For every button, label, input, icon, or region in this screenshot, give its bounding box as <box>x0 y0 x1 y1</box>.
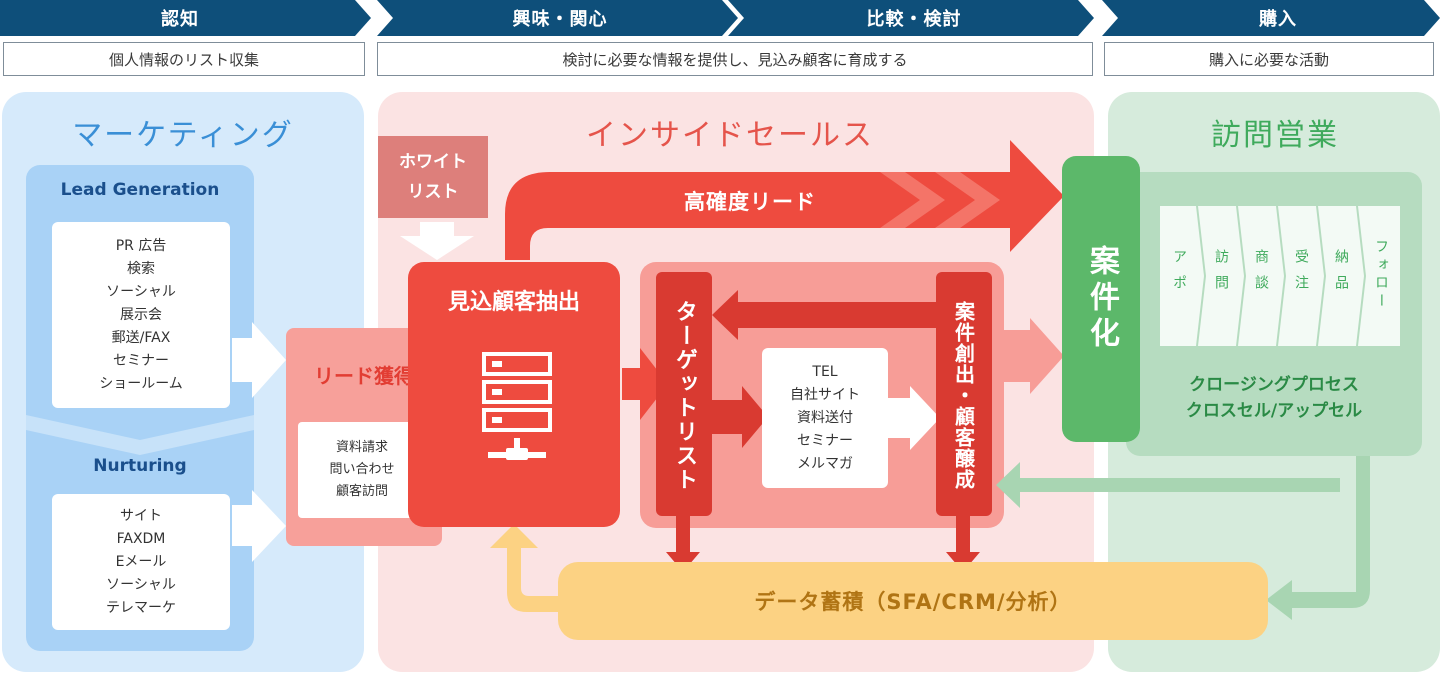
lead-generation-title: Lead Generation <box>60 180 220 200</box>
stage-chevron-compare <box>728 0 1094 36</box>
list-item: PR 広告 <box>115 237 167 254</box>
stage-interest-label: 興味・関心 <box>512 9 608 30</box>
step-chevron-1 <box>1160 206 1204 346</box>
list-item: 自社サイト <box>790 386 860 403</box>
step-chevron-4 <box>1278 206 1324 346</box>
step-chevron-3 <box>1238 206 1284 346</box>
step-label: フォロー <box>1373 239 1389 311</box>
stage-chevron-awareness <box>0 0 371 36</box>
stage-chevron-interest <box>377 0 738 36</box>
white-list-line-2: リスト <box>407 182 459 202</box>
arrow-deal-down <box>946 515 980 572</box>
field-sales-title: 訪問営業 <box>1211 118 1339 153</box>
list-item: FAXDM <box>116 530 166 547</box>
stage-compare-label: 比較・検討 <box>866 9 962 30</box>
deal-creation-label: 案件創出・顧客醸成 <box>951 300 976 490</box>
step-label: 商談 <box>1253 249 1269 301</box>
lead-acquisition-title: リード獲得 <box>314 364 414 388</box>
lead-generation-list: PR 広告 検索 ソーシャル 展示会 郵送/FAX セミナー ショールーム <box>52 222 230 408</box>
arrow-target-to-channels <box>712 386 768 448</box>
step-label: アポ <box>1171 249 1187 301</box>
list-item: 問い合わせ <box>329 462 395 477</box>
list-item: 検索 <box>127 260 155 277</box>
nurturing-title: Nurturing <box>93 456 187 476</box>
white-list-line-1: ホワイト <box>399 152 467 172</box>
white-list-box: ホワイト リスト <box>378 136 488 218</box>
arrow-deal-to-anken <box>1000 318 1064 394</box>
lead-arrow-chevron-2 <box>935 172 1000 228</box>
stage-chevron-band <box>0 0 1440 36</box>
arrow-prospect-to-target <box>622 348 668 420</box>
list-item: セミナー <box>113 352 169 369</box>
list-item: テレマーケ <box>106 599 176 616</box>
data-storage-box: データ蓄積（SFA/CRM/分析） <box>558 562 1268 640</box>
lead-arrow-chevron-1 <box>880 172 945 228</box>
list-item: メルマガ <box>797 455 853 472</box>
arrow-whitelist-down <box>400 222 474 260</box>
list-item: 顧客訪問 <box>335 484 388 499</box>
high-accuracy-lead-label: 高確度リード <box>684 190 816 214</box>
step-label: 訪問 <box>1213 249 1229 301</box>
server-connector <box>506 448 528 460</box>
closing-text: クロージングプロセス クロスセル/アップセル <box>1126 372 1422 424</box>
lead-acquisition-list: 資料請求 問い合わせ 顧客訪問 <box>298 422 426 518</box>
prospect-extraction-title: 見込顧客抽出 <box>447 290 580 315</box>
arrow-deal-to-target <box>712 290 936 340</box>
inside-sales-title: インサイドセールス <box>586 118 874 153</box>
list-item: TEL <box>812 363 838 380</box>
list-item: 展示会 <box>120 306 162 323</box>
high-accuracy-lead-arrow <box>505 140 1064 260</box>
step-label: 納品 <box>1333 249 1349 301</box>
feedback-arrow-to-deal <box>996 462 1340 508</box>
step-chevron-5 <box>1318 206 1364 346</box>
list-item: 資料請求 <box>335 440 388 455</box>
stage-purchase-label: 購入 <box>1259 9 1297 30</box>
closing-line-2: クロスセル/アップセル <box>1185 401 1363 421</box>
nurturing-list: サイト FAXDM Eメール ソーシャル テレマーケ <box>52 494 230 630</box>
list-item: 郵送/FAX <box>111 329 171 346</box>
stage-purchase-description: 購入に必要な活動 <box>1104 42 1434 76</box>
list-item: ソーシャル <box>106 283 176 300</box>
list-item: ソーシャル <box>106 576 176 593</box>
list-item: サイト <box>120 507 162 524</box>
step-label: 受注 <box>1293 249 1309 301</box>
deal-creation-box <box>936 272 992 516</box>
marketing-down-chevron <box>26 415 254 455</box>
feedback-arrow-to-data <box>1266 452 1370 620</box>
step-chevron-2 <box>1198 206 1244 346</box>
database-server-icon <box>482 352 552 436</box>
stage-awareness-description: 個人情報のリスト収集 <box>3 42 365 76</box>
target-list-label: ターゲットリスト <box>672 300 697 492</box>
marketing-title: マーケティング <box>72 118 294 153</box>
list-item: 資料送付 <box>797 409 853 426</box>
step-chevron-6 <box>1358 206 1400 346</box>
arrow-leadgen-to-lead <box>232 322 286 398</box>
arrow-nurturing-to-lead <box>232 490 286 562</box>
data-loop-arrow <box>490 524 568 612</box>
stage-chevron-purchase <box>1102 0 1440 36</box>
closing-line-1: クロージングプロセス <box>1189 375 1359 395</box>
stage-compare-description: 検討に必要な情報を提供し、見込み顧客に育成する <box>377 42 1093 76</box>
arrow-target-down <box>666 515 700 572</box>
list-item: Eメール <box>115 553 167 570</box>
deal-box <box>1062 156 1140 442</box>
arrow-channels-to-deal <box>888 386 940 450</box>
stage-awareness-label: 認知 <box>161 9 199 30</box>
target-list-box <box>656 272 712 516</box>
server-stand <box>514 438 520 452</box>
list-item: セミナー <box>797 432 853 449</box>
list-item: ショールーム <box>99 375 183 392</box>
channels-list: TEL 自社サイト 資料送付 セミナー メルマガ <box>762 348 888 488</box>
deal-label: 案件化 <box>1084 245 1119 353</box>
